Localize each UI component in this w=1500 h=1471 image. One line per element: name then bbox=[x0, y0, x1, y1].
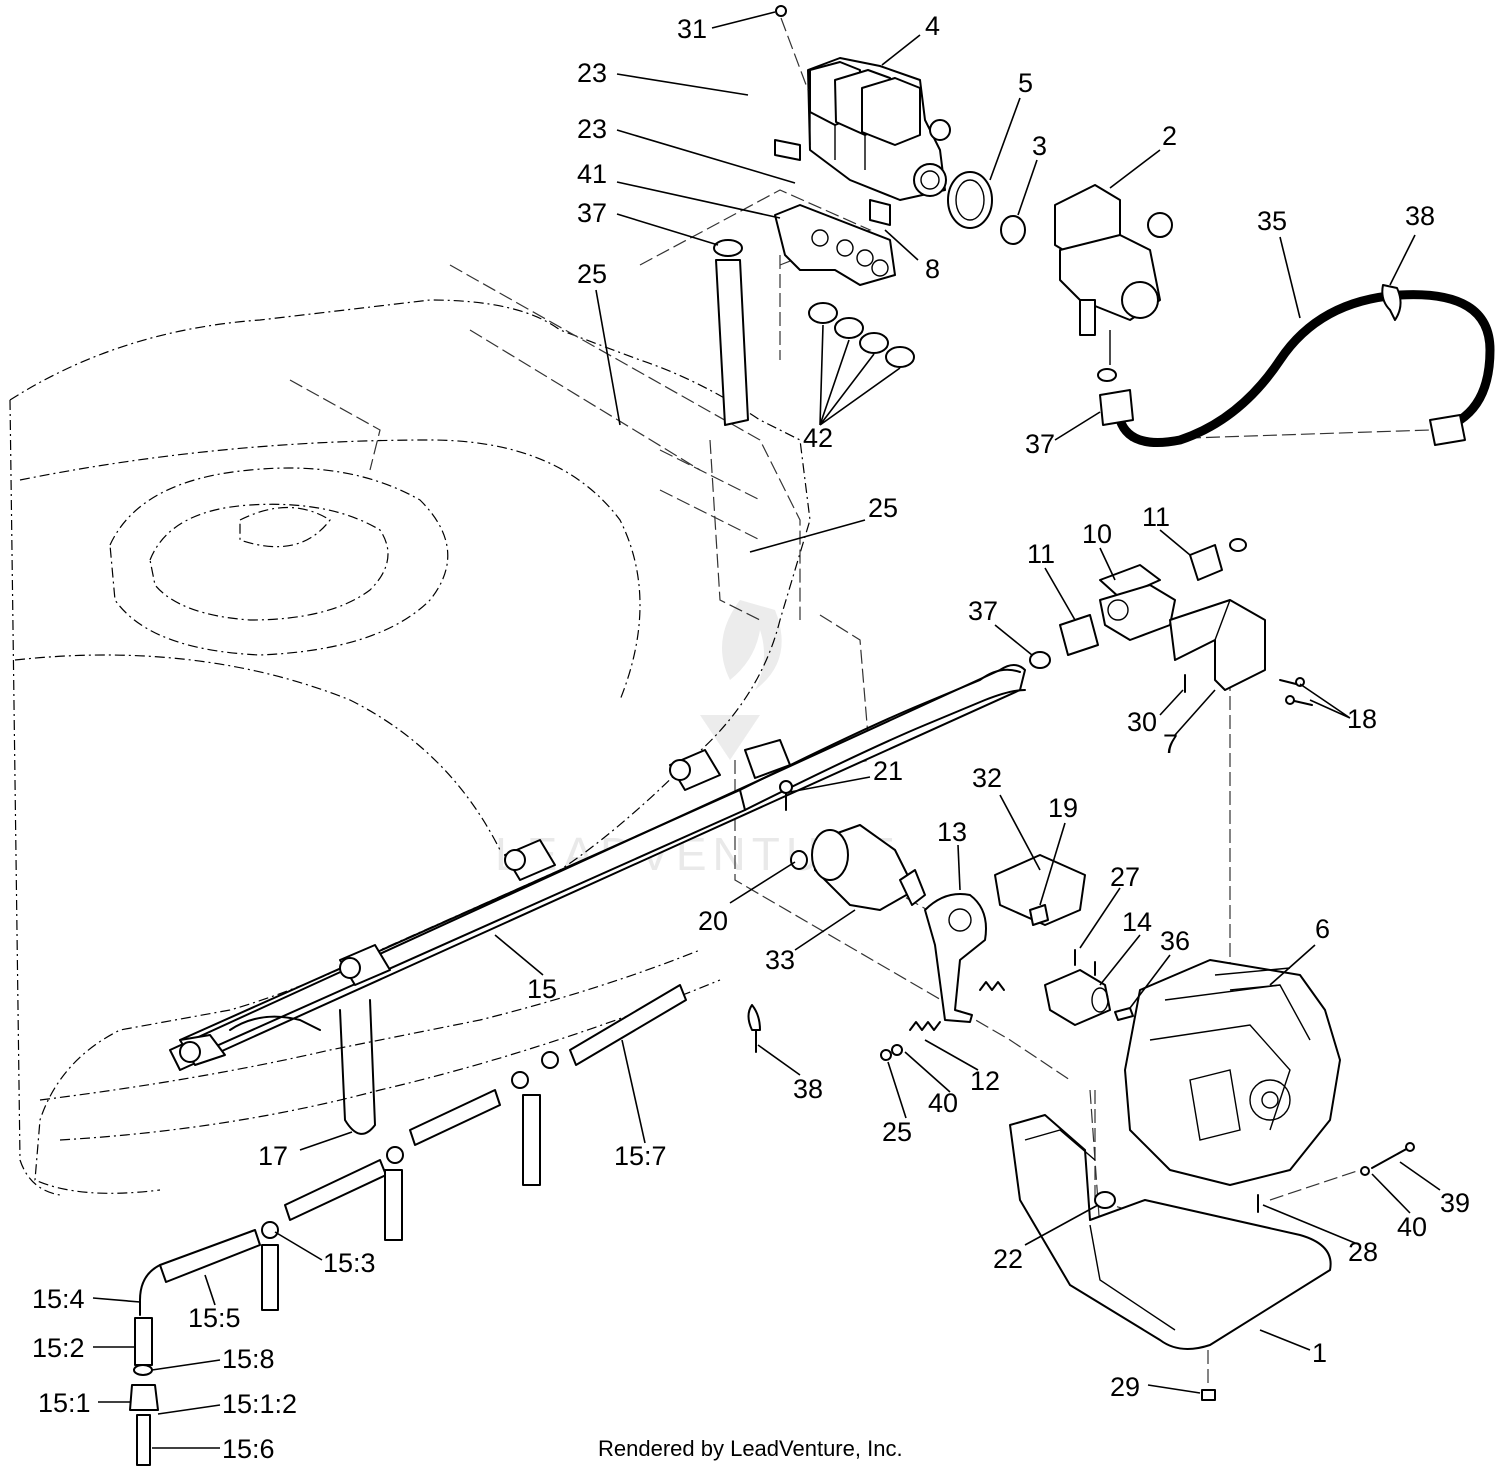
callout-15-5: 15:5 bbox=[188, 1303, 241, 1333]
callout-14: 14 bbox=[1122, 907, 1152, 937]
callout-15-7: 15:7 bbox=[614, 1141, 667, 1171]
leader-lines bbox=[92, 11, 1441, 1449]
callout-15-8: 15:8 bbox=[222, 1344, 275, 1374]
callout-33: 33 bbox=[765, 945, 795, 975]
ball-valve-10 bbox=[1099, 564, 1176, 641]
lower-boom bbox=[129, 984, 687, 1466]
callout-15-3: 15:3 bbox=[323, 1248, 376, 1278]
callout-40-a: 40 bbox=[928, 1088, 958, 1118]
oring-3 bbox=[1000, 215, 1026, 245]
callout-35: 35 bbox=[1257, 206, 1287, 236]
callout-31: 31 bbox=[677, 14, 707, 44]
callout-15-4: 15:4 bbox=[32, 1284, 85, 1314]
callout-7: 7 bbox=[1163, 729, 1178, 759]
spring-12 bbox=[909, 981, 1005, 1031]
callout-15-2: 15:2 bbox=[32, 1333, 85, 1363]
callout-1: 1 bbox=[1312, 1338, 1327, 1368]
callout-38-b: 38 bbox=[793, 1074, 823, 1104]
ubolt-17 bbox=[339, 999, 376, 1135]
clamp-5 bbox=[947, 171, 993, 229]
callout-25-b: 25 bbox=[868, 493, 898, 523]
screws-18 bbox=[1279, 677, 1313, 706]
callout-4: 4 bbox=[925, 11, 940, 41]
callout-19: 19 bbox=[1048, 793, 1078, 823]
collar-37-mid bbox=[1029, 651, 1051, 669]
plate-13 bbox=[924, 893, 987, 1023]
callout-15: 15 bbox=[527, 974, 557, 1004]
callout-15-6: 15:6 bbox=[222, 1434, 275, 1464]
callout-25-c: 25 bbox=[882, 1117, 912, 1147]
callout-17: 17 bbox=[258, 1141, 288, 1171]
baseplate-1 bbox=[1009, 1114, 1332, 1350]
callout-10: 10 bbox=[1082, 519, 1112, 549]
callout-29: 29 bbox=[1110, 1372, 1140, 1402]
motor-33 bbox=[811, 824, 926, 911]
callout-15-1: 15:1 bbox=[38, 1388, 91, 1418]
nut-22 bbox=[1094, 1191, 1116, 1209]
guard-32 bbox=[994, 854, 1086, 926]
key-36 bbox=[1114, 1007, 1134, 1021]
nut-25 bbox=[880, 1049, 892, 1061]
render-credit: Rendered by LeadVenture, Inc. bbox=[598, 1436, 903, 1461]
clamp-38-upper bbox=[1381, 284, 1402, 321]
callout-labels: 31 4 23 5 23 3 2 41 37 8 35 38 25 42 37 … bbox=[32, 11, 1470, 1464]
callout-20: 20 bbox=[698, 906, 728, 936]
callout-36: 36 bbox=[1160, 926, 1190, 956]
bolt-39 bbox=[1360, 1142, 1415, 1176]
vertical-hose bbox=[715, 259, 749, 426]
coupler-14 bbox=[1044, 969, 1111, 1026]
callout-42: 42 bbox=[803, 423, 833, 453]
callout-11-b: 11 bbox=[1142, 502, 1170, 532]
callout-38-a: 38 bbox=[1405, 201, 1435, 231]
clamp-21 bbox=[744, 739, 793, 811]
callout-32: 32 bbox=[972, 763, 1002, 793]
pump-6 bbox=[1124, 959, 1341, 1186]
callout-40-b: 40 bbox=[1397, 1212, 1427, 1242]
bracket-41 bbox=[774, 204, 896, 286]
callout-15-1-2: 15:1:2 bbox=[222, 1389, 297, 1419]
set-screws-27 bbox=[1074, 949, 1096, 976]
callout-2: 2 bbox=[1162, 121, 1177, 151]
callout-41: 41 bbox=[577, 159, 607, 189]
bracket-7 bbox=[1169, 599, 1266, 691]
washer-20 bbox=[790, 850, 808, 870]
callout-27: 27 bbox=[1110, 862, 1140, 892]
nut-29 bbox=[1201, 1389, 1216, 1401]
pin-38-lower bbox=[747, 1004, 761, 1053]
callout-21: 21 bbox=[873, 756, 903, 786]
callout-11-a: 11 bbox=[1027, 539, 1055, 569]
grommets-42 bbox=[808, 302, 915, 368]
callout-23-a: 23 bbox=[577, 58, 607, 88]
callout-12: 12 bbox=[970, 1066, 1000, 1096]
valve-manifold bbox=[774, 57, 951, 226]
washer-40 bbox=[891, 1044, 903, 1056]
callout-23-b: 23 bbox=[577, 114, 607, 144]
master-valve bbox=[1054, 184, 1173, 365]
bolt-19 bbox=[1029, 904, 1049, 926]
fitting-11 bbox=[1059, 538, 1247, 656]
callout-18: 18 bbox=[1347, 704, 1377, 734]
callout-8: 8 bbox=[925, 254, 940, 284]
callout-3: 3 bbox=[1032, 131, 1047, 161]
callout-28: 28 bbox=[1348, 1237, 1378, 1267]
callout-13: 13 bbox=[937, 817, 967, 847]
collar-37-upper bbox=[713, 239, 743, 257]
callout-30: 30 bbox=[1127, 707, 1157, 737]
callout-25-a: 25 bbox=[577, 259, 607, 289]
callout-39: 39 bbox=[1440, 1188, 1470, 1218]
boom-nozzles bbox=[179, 749, 721, 1066]
callout-22: 22 bbox=[993, 1244, 1023, 1274]
callout-37-b: 37 bbox=[1025, 429, 1055, 459]
callout-37-a: 37 bbox=[577, 198, 607, 228]
callout-6: 6 bbox=[1315, 914, 1330, 944]
callout-5: 5 bbox=[1018, 68, 1033, 98]
callout-37-c: 37 bbox=[968, 596, 998, 626]
fitting-31 bbox=[775, 5, 787, 17]
spray-tank bbox=[9, 264, 871, 1196]
hose-35 bbox=[1097, 290, 1495, 447]
